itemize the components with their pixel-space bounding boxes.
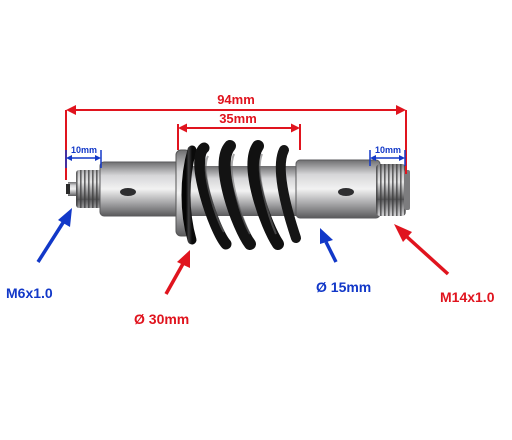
right-thread — [376, 164, 406, 216]
spring-coil — [194, 142, 232, 250]
left-shaft — [100, 162, 184, 216]
spring-coil — [218, 140, 256, 250]
callout-shaft-diameter: Ø 15mm — [316, 228, 371, 295]
total-length-label: 94mm — [217, 92, 255, 107]
spring-coil — [275, 145, 301, 243]
spring-coil — [247, 140, 284, 250]
spring-diameter-callout-label: Ø 30mm — [134, 311, 189, 327]
right-thread-length-label: 10mm — [375, 145, 401, 155]
spring-coil — [181, 145, 197, 245]
spring-length-label: 35mm — [219, 111, 257, 126]
dimension-right-thread: 10mm — [369, 145, 406, 166]
dimension-total-length: 94mm — [65, 92, 407, 180]
left-shaft-slot — [120, 188, 136, 196]
callout-left-thread: M6x1.0 — [6, 208, 72, 301]
right-thread-callout-label: M14x1.0 — [440, 289, 495, 305]
left-thread — [76, 170, 102, 208]
callout-spring-diameter: Ø 30mm — [134, 250, 190, 327]
shock-spring-part — [66, 140, 410, 250]
right-shaft — [296, 160, 380, 218]
shaft-diameter-callout-label: Ø 15mm — [316, 279, 371, 295]
left-thread-length-label: 10mm — [71, 145, 97, 155]
left-stud — [66, 182, 78, 196]
dimension-left-thread: 10mm — [65, 145, 102, 168]
dimension-spring-length: 35mm — [177, 111, 301, 150]
callout-right-thread: M14x1.0 — [394, 224, 495, 305]
left-thread-callout-label: M6x1.0 — [6, 285, 53, 301]
spring-coils — [181, 140, 301, 250]
right-shaft-slot — [338, 188, 354, 196]
